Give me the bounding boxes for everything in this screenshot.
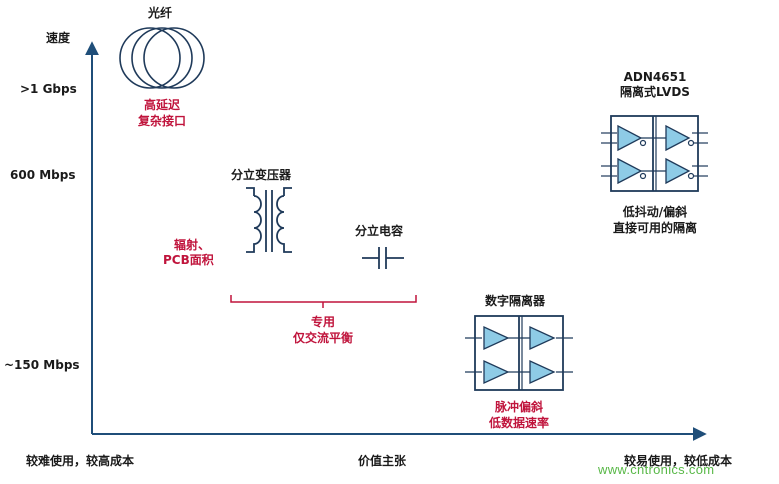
x-axis-title: 价值主张	[358, 454, 407, 468]
capacitor-icon	[362, 247, 404, 269]
y-tick-600mbps: 600 Mbps	[10, 168, 76, 182]
fiber-note-line2: 复杂接口	[137, 114, 186, 128]
watermark-text: www.cntronics.com	[598, 462, 715, 477]
fiber-optic-icon	[119, 27, 205, 89]
digital-isolator-title: 数字隔离器	[485, 294, 546, 308]
fiber-title: 光纤	[148, 6, 173, 20]
x-axis-right-label: 较易使用，较低成本	[624, 454, 733, 468]
shared-note-line2: 仅交流平衡	[292, 331, 353, 345]
digital-isolator-note-line1: 脉冲偏斜	[494, 400, 543, 414]
transformer-note-line1: 辐射、	[174, 238, 211, 252]
digital-isolator-icon	[465, 315, 573, 391]
shared-bracket	[230, 295, 417, 308]
transformer-title: 分立变压器	[231, 168, 292, 182]
adn4651-title-line1: ADN4651	[623, 70, 687, 84]
shared-note-line1: 专用	[310, 315, 335, 329]
y-axis-title: 速度	[46, 31, 71, 45]
y-tick-1gbps: >1 Gbps	[20, 82, 77, 96]
adn4651-title-line2: 隔离式LVDS	[620, 85, 690, 99]
adn4651-note-line2: 直接可用的隔离	[612, 221, 697, 235]
transformer-note-line2: PCB面积	[163, 253, 214, 267]
capacitor-title: 分立电容	[355, 224, 404, 238]
digital-isolator-note-line2: 低数据速率	[488, 416, 549, 430]
x-axis-left-label: 较难使用，较高成本	[26, 454, 135, 468]
transformer-icon	[246, 187, 292, 253]
y-tick-150mbps: ~150 Mbps	[4, 358, 80, 372]
fiber-note-line1: 高延迟	[143, 98, 180, 112]
adn4651-note-line1: 低抖动/偏斜	[622, 205, 688, 219]
adn4651-icon	[601, 115, 708, 192]
